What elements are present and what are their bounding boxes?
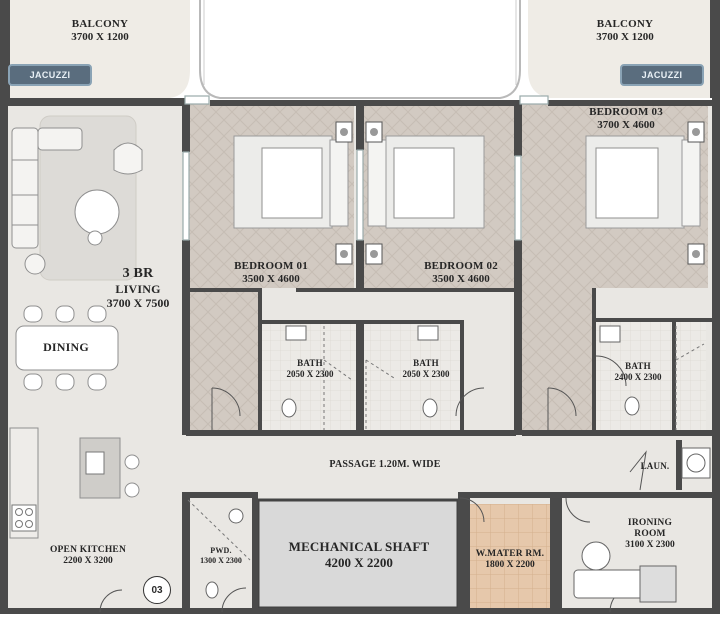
bed-icon bbox=[233, 121, 353, 265]
ironing-board-icon bbox=[573, 541, 677, 603]
dining-title: DINING bbox=[43, 340, 89, 354]
bath-3-label: BATH 2400 X 2300 bbox=[590, 361, 686, 383]
living-title-2: LIVING bbox=[115, 282, 161, 296]
bedroom-02-size: 3500 X 4600 bbox=[432, 273, 490, 285]
unit-badge: 03 bbox=[143, 576, 171, 604]
sink-icon bbox=[417, 325, 439, 341]
bath-2-title: BATH bbox=[413, 358, 439, 368]
living-size: 3700 X 7500 bbox=[106, 296, 170, 310]
stove-icon bbox=[11, 504, 37, 532]
ironing-room-title-2: ROOM bbox=[634, 529, 666, 539]
ironing-room-label: IRONING ROOM 3100 X 2300 bbox=[610, 518, 690, 551]
water-room-title: W.MATER RM. bbox=[475, 549, 545, 559]
open-kitchen-label: OPEN KITCHEN 2200 X 3200 bbox=[38, 545, 138, 567]
ironing-room-size: 3100 X 2300 bbox=[625, 540, 675, 550]
powder-title: PWD. bbox=[210, 546, 232, 555]
bed-icon bbox=[585, 121, 705, 265]
sofa-icon bbox=[11, 127, 83, 249]
jacuzzi-left: JACUZZI bbox=[8, 64, 92, 86]
passage-title: PASSAGE 1.20M. WIDE bbox=[329, 459, 441, 470]
balcony-right-size: 3700 X 1200 bbox=[596, 31, 654, 43]
bedroom-01-label: BEDROOM 01 3500 X 4600 bbox=[219, 260, 323, 286]
living-title-1: 3 BR bbox=[122, 266, 154, 281]
bath-3-size: 2400 X 2300 bbox=[614, 372, 662, 382]
mechanical-shaft-title: MECHANICAL SHAFT bbox=[288, 539, 430, 554]
bedroom-03-label: BEDROOM 03 3700 X 4600 bbox=[574, 106, 678, 132]
bath-1-label: BATH 2050 X 2300 bbox=[262, 358, 358, 380]
washer-icon bbox=[681, 447, 711, 479]
dining-label: DINING bbox=[26, 341, 106, 354]
water-room-label: W.MATER RM. 1800 X 2200 bbox=[468, 549, 552, 571]
bedroom-01-title: BEDROOM 01 bbox=[234, 260, 308, 272]
toilet-icon bbox=[281, 398, 297, 418]
powder-label: PWD. 1300 X 2300 bbox=[190, 546, 252, 566]
bedroom-02-label: BEDROOM 02 3500 X 4600 bbox=[409, 260, 513, 286]
water-room-size: 1800 X 2200 bbox=[485, 560, 535, 570]
bath-2-size: 2050 X 2300 bbox=[402, 369, 450, 379]
open-kitchen-size: 2200 X 3200 bbox=[63, 556, 113, 566]
armchair-icon bbox=[113, 142, 143, 175]
toilet-icon bbox=[422, 398, 438, 418]
coffee-table-icon bbox=[74, 189, 120, 235]
balcony-left-size: 3700 X 1200 bbox=[71, 31, 129, 43]
toilet-icon bbox=[205, 581, 219, 599]
living-label: 3 BR LIVING 3700 X 7500 bbox=[96, 266, 180, 310]
laundry-title: LAUN. bbox=[640, 461, 670, 471]
bedroom-03-size: 3700 X 4600 bbox=[597, 119, 655, 131]
toilet-icon bbox=[624, 396, 640, 416]
mechanical-shaft-size: 4200 X 2200 bbox=[325, 555, 393, 570]
ironing-room-title-1: IRONING bbox=[627, 518, 673, 528]
bedroom-03-title: BEDROOM 03 bbox=[589, 106, 663, 118]
bedroom-01-size: 3500 X 4600 bbox=[242, 273, 300, 285]
bath-2-label: BATH 2050 X 2300 bbox=[378, 358, 474, 380]
balcony-left-title: BALCONY bbox=[71, 18, 129, 30]
mechanical-shaft-label: MECHANICAL SHAFT 4200 X 2200 bbox=[266, 539, 452, 571]
sink-icon bbox=[599, 325, 621, 343]
sink-icon bbox=[228, 508, 244, 524]
kitchen-sink-icon bbox=[85, 451, 105, 475]
open-kitchen-title: OPEN KITCHEN bbox=[49, 545, 127, 555]
passage-label: PASSAGE 1.20M. WIDE bbox=[290, 458, 480, 471]
bath-3-title: BATH bbox=[625, 361, 651, 371]
laundry-label: LAUN. bbox=[638, 461, 672, 472]
dining-table-icon bbox=[15, 305, 119, 391]
bedroom-02-title: BEDROOM 02 bbox=[424, 260, 498, 272]
balcony-left-label: BALCONY 3700 X 1200 bbox=[30, 18, 170, 44]
sink-icon bbox=[285, 325, 307, 341]
balcony-right-label: BALCONY 3700 X 1200 bbox=[555, 18, 695, 44]
bed-icon bbox=[365, 121, 485, 265]
side-table-icon bbox=[24, 253, 46, 275]
balcony-right-title: BALCONY bbox=[596, 18, 654, 30]
bath-1-size: 2050 X 2300 bbox=[286, 369, 334, 379]
bath-1-title: BATH bbox=[297, 358, 323, 368]
powder-size: 1300 X 2300 bbox=[200, 556, 242, 565]
water-room-floor bbox=[470, 504, 550, 612]
jacuzzi-right: JACUZZI bbox=[620, 64, 704, 86]
